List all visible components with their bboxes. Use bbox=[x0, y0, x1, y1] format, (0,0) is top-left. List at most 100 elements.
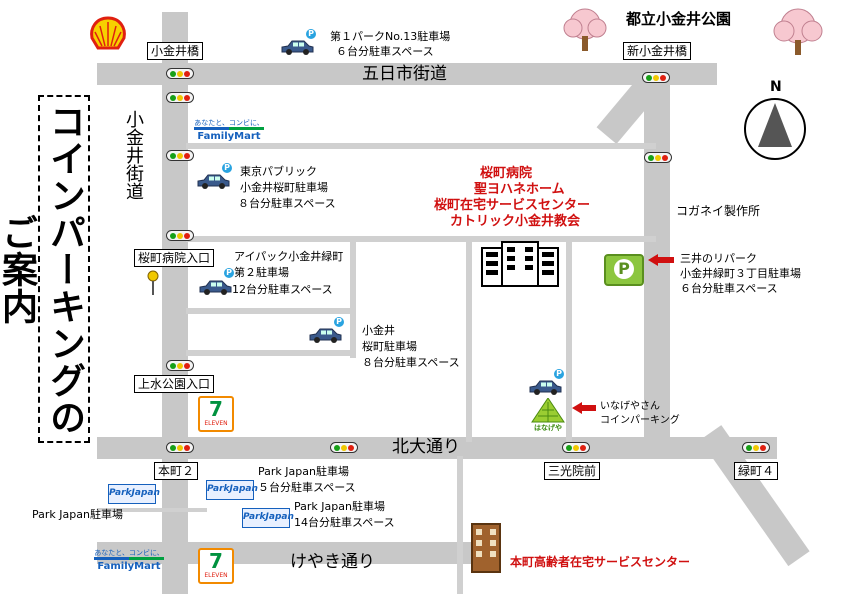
shell-logo-icon bbox=[90, 16, 126, 50]
parking-4-name: 小金井 bbox=[362, 324, 395, 337]
parking-8-capacity: 14台分駐車スペース bbox=[294, 516, 395, 529]
parking-5-name2: 小金井緑町３丁目駐車場 bbox=[680, 267, 801, 280]
seven-eleven-text: ELEVEN bbox=[204, 572, 228, 579]
familymart-tagline: あなたと、コンビに、 bbox=[94, 549, 164, 557]
familymart-name: FamilyMart bbox=[97, 561, 161, 572]
road-name-kita-odori: 北大通り bbox=[392, 437, 460, 457]
familymart-tagline: あなたと、コンビに、 bbox=[194, 119, 264, 127]
tree-icon bbox=[531, 397, 565, 423]
inageya-name: はなげや bbox=[534, 424, 562, 432]
cherry-tree-icon bbox=[773, 8, 823, 55]
facility-line-3: 桜町在宅サービスセンター bbox=[434, 198, 591, 213]
eastern-road bbox=[644, 63, 670, 446]
parking-2-name2: 小金井桜町駐車場 bbox=[240, 181, 328, 194]
arrow-left-icon bbox=[648, 254, 674, 266]
parking-3-name2: 第２駐車場 bbox=[234, 266, 289, 279]
side-street bbox=[466, 238, 472, 442]
parking-1-name: 第１パークNo.13駐車場 bbox=[330, 30, 451, 43]
parking-5-capacity: ６台分駐車スペース bbox=[680, 282, 778, 295]
seven-eleven-text: ELEVEN bbox=[204, 420, 228, 427]
honcho-center-label: 本町高齢者在宅サービスセンター bbox=[510, 555, 691, 569]
parking-3-name: アイパック小金井緑町 bbox=[234, 250, 344, 263]
traffic-signal-icon bbox=[166, 68, 194, 79]
title-text: コインパーキングのご案内 bbox=[0, 102, 85, 436]
traffic-signal-icon bbox=[562, 442, 590, 453]
side-street bbox=[186, 236, 656, 242]
familymart-logo: あなたと、コンビに、 FamilyMart bbox=[94, 548, 164, 574]
intersection-koganei-bashi: 小金井橋 bbox=[147, 42, 204, 60]
traffic-signal-icon bbox=[642, 72, 670, 83]
intersection-shin-koganei-bashi: 新小金井橋 bbox=[623, 42, 692, 60]
parking-6-name: いなげやさん bbox=[600, 401, 660, 412]
park-japan-logo: ParkJapan bbox=[206, 480, 258, 500]
seven-eleven-logo: 7 ELEVEN bbox=[198, 396, 234, 432]
north-arrow-icon bbox=[744, 98, 806, 160]
seven-digit: 7 bbox=[209, 549, 223, 573]
side-street bbox=[186, 308, 356, 314]
parking-5-name: 三井のリパーク bbox=[680, 252, 757, 265]
car-icon bbox=[309, 328, 342, 343]
intersection-sankoin: 三光院前 bbox=[544, 462, 601, 480]
parking-pin-icon: P bbox=[224, 268, 234, 278]
car-icon bbox=[281, 40, 314, 55]
parking-6-name2: コインパーキング bbox=[600, 415, 680, 426]
intersection-honcho-2: 本町２ bbox=[154, 462, 199, 480]
park-japan-logo: ParkJapan bbox=[242, 508, 294, 528]
traffic-signal-icon bbox=[742, 442, 770, 453]
parking-pin-icon: P bbox=[306, 29, 316, 39]
familymart-logo: あなたと、コンビに、 FamilyMart bbox=[194, 118, 264, 144]
side-street bbox=[186, 350, 356, 356]
familymart-name: FamilyMart bbox=[197, 131, 261, 142]
koganei-seisakusho: コガネイ製作所 bbox=[676, 204, 761, 218]
traffic-signal-icon bbox=[330, 442, 358, 453]
seven-digit: 7 bbox=[209, 397, 223, 421]
parking-7-capacity: ５台分駐車スペース bbox=[258, 481, 356, 494]
parking-3-capacity: 12台分駐車スペース bbox=[232, 283, 333, 296]
traffic-signal-icon bbox=[166, 150, 194, 161]
park-japan-logo: ParkJapan bbox=[108, 484, 160, 504]
north-label: N bbox=[770, 79, 782, 95]
road-name-keyaki-dori: けやき通り bbox=[290, 552, 375, 572]
side-street bbox=[350, 238, 356, 358]
title-box: コインパーキングのご案内 bbox=[0, 95, 90, 443]
traffic-signal-icon bbox=[644, 152, 672, 163]
repark-logo: P bbox=[604, 254, 644, 286]
facility-line-1: 桜町病院 bbox=[480, 166, 533, 181]
car-icon bbox=[529, 380, 562, 395]
parking-pin-icon: P bbox=[554, 369, 564, 379]
side-street bbox=[457, 456, 463, 594]
intersection-midoricho-4: 緑町４ bbox=[734, 462, 779, 480]
facility-line-4: カトリック小金井教会 bbox=[450, 214, 581, 229]
cherry-tree-icon bbox=[563, 8, 607, 51]
parking-1-capacity: ６台分駐車スペース bbox=[336, 45, 434, 58]
intersection-sakuramachi: 桜町病院入口 bbox=[134, 249, 215, 267]
parking-2-capacity: ８台分駐車スペース bbox=[238, 197, 336, 210]
car-icon bbox=[199, 280, 232, 295]
koganei-kaido-road bbox=[162, 12, 188, 594]
parking-8-name: Park Japan駐車場 bbox=[294, 500, 385, 513]
side-street bbox=[566, 238, 572, 442]
facility-line-2: 聖ヨハネホーム bbox=[474, 182, 565, 197]
road-name-koganei-kaido: 小金井街道 bbox=[123, 110, 144, 200]
kita-odori-road bbox=[97, 437, 777, 459]
traffic-signal-icon bbox=[166, 360, 194, 371]
itsukaichi-road bbox=[97, 63, 717, 85]
honcho-center-building-icon bbox=[471, 523, 501, 573]
park-name: 都立小金井公園 bbox=[626, 10, 732, 28]
side-street bbox=[186, 143, 656, 149]
traffic-signal-icon bbox=[166, 230, 194, 241]
side-street bbox=[97, 508, 207, 512]
parking-p-icon: P bbox=[614, 259, 634, 279]
parking-2-name: 東京パブリック bbox=[240, 165, 317, 178]
seven-eleven-logo: 7 ELEVEN bbox=[198, 548, 234, 584]
parking-9-name: Park Japan駐車場 bbox=[32, 508, 123, 521]
parking-4-name2: 桜町駐車場 bbox=[362, 340, 417, 353]
parking-pin-icon: P bbox=[334, 317, 344, 327]
arrow-left-icon bbox=[572, 402, 596, 414]
parking-pin-icon: P bbox=[222, 163, 232, 173]
intersection-josui-koen: 上水公園入口 bbox=[134, 375, 215, 393]
bus-stop-icon bbox=[147, 270, 159, 295]
parking-7-name: Park Japan駐車場 bbox=[258, 465, 349, 478]
keyaki-dori-road bbox=[97, 542, 487, 564]
hospital-building-icon bbox=[481, 241, 559, 287]
